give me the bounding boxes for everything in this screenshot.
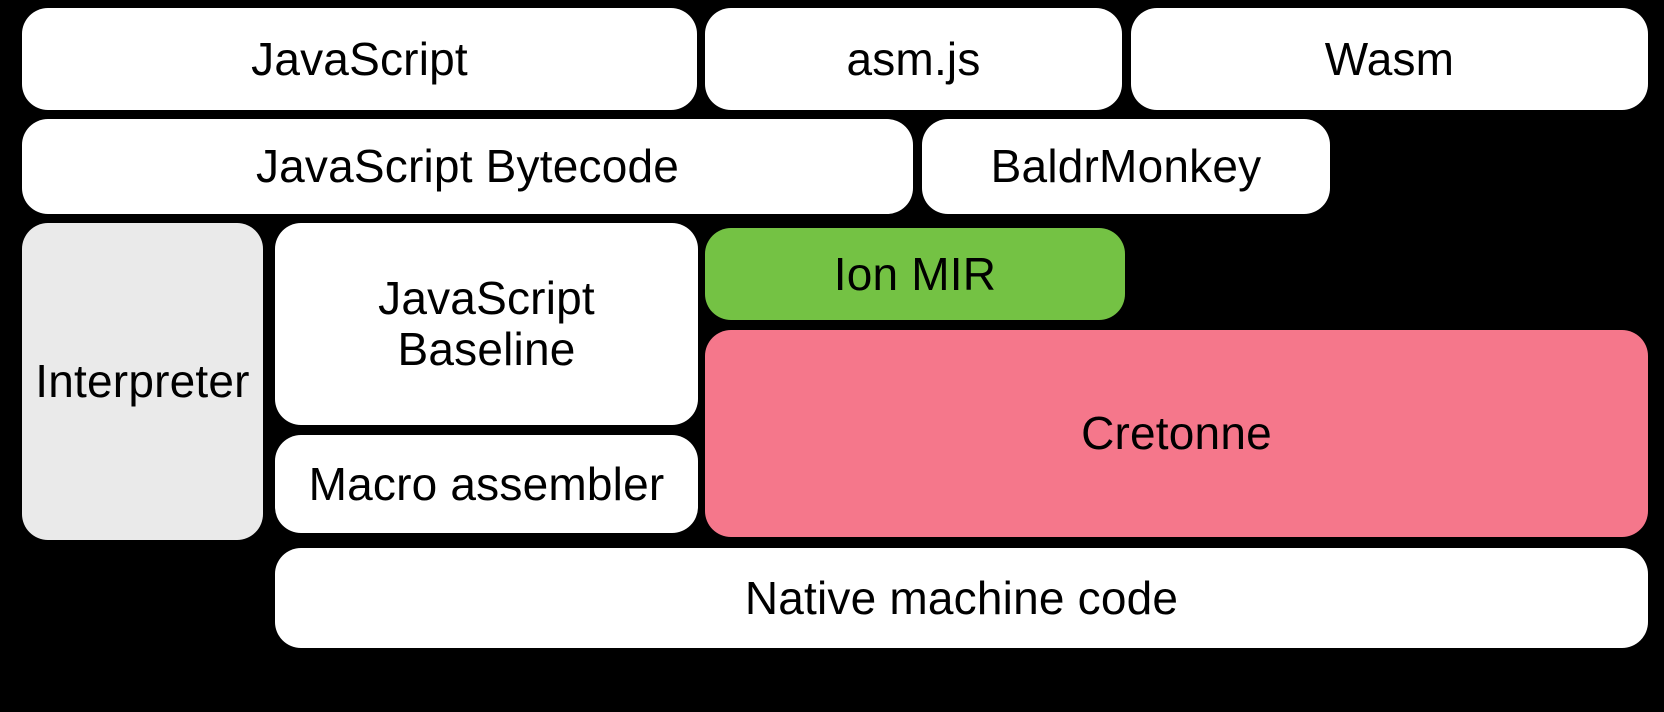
- node-wasm: Wasm: [1131, 8, 1648, 110]
- node-ion-mir: Ion MIR: [705, 228, 1125, 320]
- node-native-machine-code: Native machine code: [275, 548, 1648, 648]
- node-cretonne: Cretonne: [705, 330, 1648, 537]
- node-asmjs: asm.js: [705, 8, 1122, 110]
- node-interpreter: Interpreter: [22, 223, 263, 540]
- node-javascript-baseline: JavaScript Baseline: [275, 223, 698, 425]
- node-macro-assembler: Macro assembler: [275, 435, 698, 533]
- node-baldrmonkey: BaldrMonkey: [922, 119, 1330, 214]
- node-javascript-bytecode: JavaScript Bytecode: [22, 119, 913, 214]
- node-javascript: JavaScript: [22, 8, 697, 110]
